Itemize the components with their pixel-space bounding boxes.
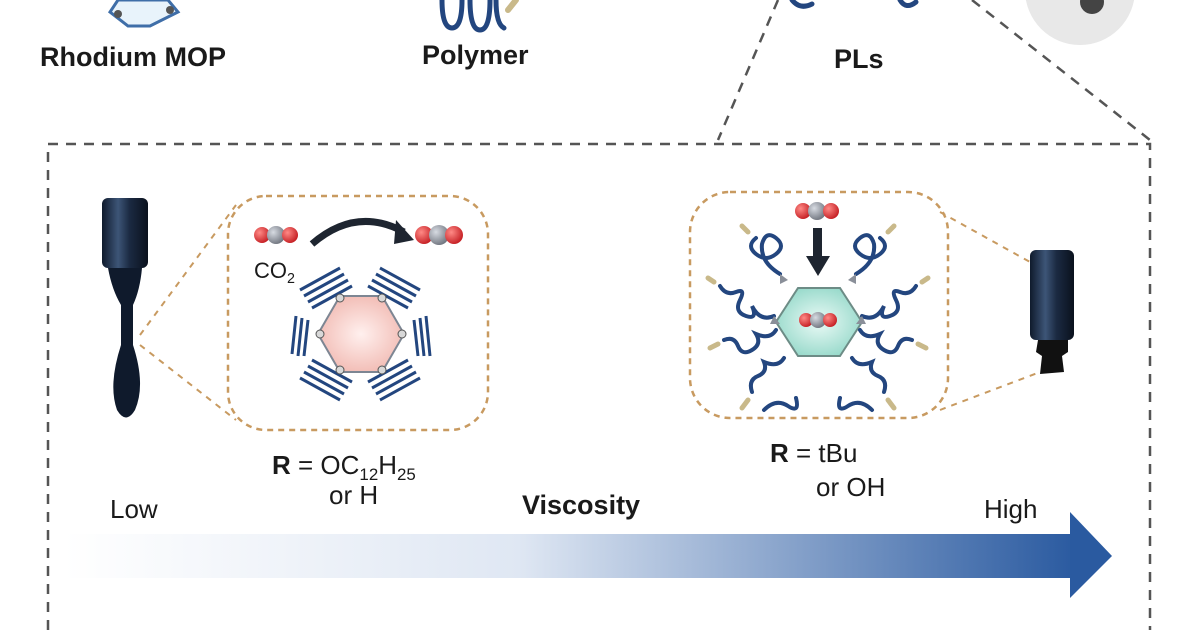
low-label: Low	[110, 494, 158, 524]
rhodium-mop-label: Rhodium MOP	[40, 42, 226, 72]
viscosity-arrow	[64, 512, 1112, 598]
co2-molecule-top	[795, 202, 839, 220]
right-porous-cage	[705, 223, 931, 412]
co2-label: CO2	[254, 258, 295, 287]
rhodium-mop-icon	[107, 0, 181, 28]
pls-icon	[789, 0, 919, 9]
viscosity-title: Viscosity	[522, 490, 641, 520]
left-inset-box	[226, 194, 490, 432]
high-label: High	[984, 494, 1038, 524]
dashed-box	[46, 142, 1152, 630]
left-inset-connectors	[139, 204, 237, 421]
co2-molecule-left	[254, 226, 298, 244]
left-r-alt: or H	[329, 480, 379, 510]
zoom-lines	[716, 0, 1151, 141]
round-particle-icon	[1025, 0, 1135, 45]
co2-molecule-right	[415, 225, 463, 245]
right-inset-box	[688, 190, 950, 420]
down-arrow	[806, 228, 830, 276]
right-r-alt: or OH	[816, 472, 886, 502]
polymer-label: Polymer	[422, 40, 529, 70]
curved-arrowhead	[394, 220, 414, 244]
left-porous-cage	[290, 266, 432, 402]
high-viscosity-tube	[1030, 250, 1074, 374]
curved-arrow	[309, 218, 406, 247]
left-r-formula: R = OC12H25	[272, 450, 416, 484]
right-r-formula: R = tBu	[770, 438, 858, 468]
polymer-icon	[439, 0, 519, 33]
low-viscosity-tube	[102, 198, 148, 418]
right-inset-connectors	[939, 211, 1041, 411]
pls-label: PLs	[834, 44, 884, 74]
